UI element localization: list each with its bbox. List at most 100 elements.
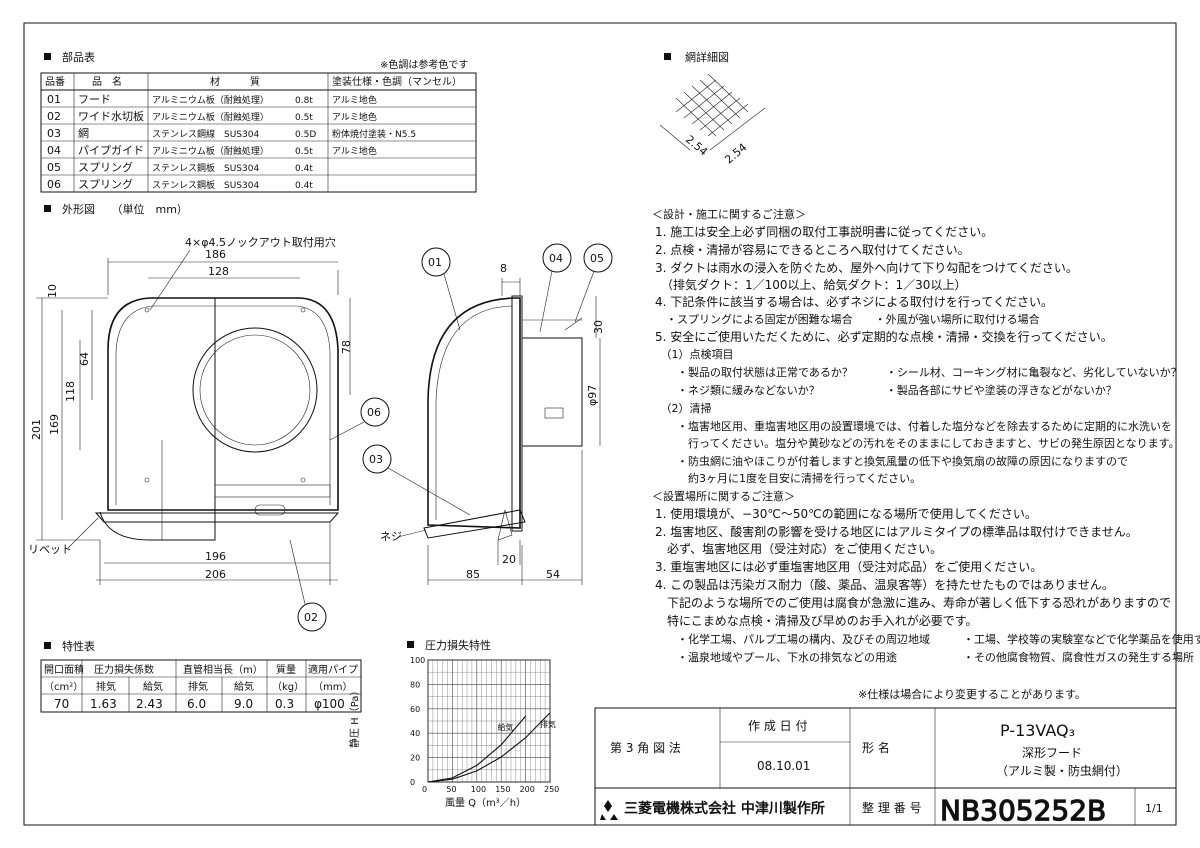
mesh-grid-icon [659, 73, 766, 151]
model-desc-2: （アルミ製・防虫網付） [996, 763, 1128, 778]
svg-text:0.5D: 0.5D [295, 130, 316, 140]
note-line: （2）清掃 [655, 401, 712, 415]
svg-text:04: 04 [47, 144, 61, 157]
svg-text:パイプガイド: パイプガイド [78, 144, 144, 157]
form-label: 形 名 [862, 740, 890, 755]
balloon-03: 03 [369, 453, 383, 466]
screw-label: ネジ [380, 530, 402, 543]
char-val-mass: 0.3 [275, 697, 294, 711]
note-line: ＜設置場所に関するご注意＞ [652, 489, 795, 503]
svg-text:0.4t: 0.4t [295, 164, 313, 174]
svg-text:アルミニウム板（耐蝕処理）: アルミニウム板（耐蝕処理） [152, 94, 269, 106]
side-view: 20 85 54 φ97 30 8 ネジ 01 04 05 [329, 243, 613, 585]
note-line: 行ってください。塩分や黄砂などの汚れをそのままにしておきますと、サビの発生原因と… [655, 436, 1180, 450]
note-line: （1）点検項目 [655, 347, 734, 361]
dim-54: 54 [546, 568, 560, 581]
title-block: 第 3 角 図 法 作 成 日 付 08.10.01 形 名 P-13VAQ₃ … [594, 707, 1177, 828]
svg-text:06: 06 [47, 178, 61, 191]
char-h1-mass: 質量 [276, 663, 296, 676]
dim-169: 169 [48, 414, 61, 435]
chart-xtick: 0 [422, 785, 427, 794]
dim-78: 78 [340, 340, 353, 354]
note-line: 4. 下記条件に該当する場合は、必ずネジによる取付けを行ってください。 [655, 294, 1053, 309]
spec-note: ※仕様は場合により変更することがあります。 [858, 687, 1086, 701]
note-line: 1. 施工は安全上必ず同梱の取付工事説明書に従ってください。 [655, 224, 993, 239]
svg-text:網: 網 [78, 126, 89, 140]
chart-heading: 圧力損失特性 [425, 638, 491, 652]
dim-8: 8 [500, 262, 507, 275]
chart-series-line [427, 715, 527, 783]
note-line: 2. 塩害地区、酸害剤の影響を受ける地区にはアルミタイプの標準品は取付けできませ… [655, 524, 1138, 539]
balloon-01: 01 [428, 256, 442, 269]
outline-heading: 外形図 （単位 mm） [62, 202, 188, 216]
char-val-len-supply: 9.0 [234, 697, 253, 711]
chart-xtick: 250 [544, 785, 559, 794]
char-h2-unit-area: （cm²） [44, 681, 83, 693]
chart-ytick: 20 [410, 754, 420, 763]
chart-series-line [427, 712, 551, 783]
note-line: ・塩害地区用、重塩害地区用の設置環境では、付着した塩分などを除去するために定期的… [655, 419, 1172, 433]
svg-text:05: 05 [47, 161, 61, 174]
svg-text:アルミ地色: アルミ地色 [332, 111, 377, 123]
dim-186: 186 [205, 248, 226, 261]
parts-row: 01 フード アルミニウム板（耐蝕処理） 0.8t アルミ地色 [47, 93, 377, 106]
dim-64: 64 [78, 352, 91, 366]
parts-row: 04 パイプガイド アルミニウム板（耐蝕処理） 0.5t アルミ地色 [47, 144, 377, 157]
mesh-pitch-1: 2.54 [683, 133, 710, 159]
dim-85: 85 [466, 568, 480, 581]
svg-text:スプリング: スプリング [78, 160, 133, 174]
model-desc-1: 深形フード [1022, 746, 1082, 760]
svg-text:ステンレス鋼板 SUS304: ステンレス鋼板 SUS304 [152, 162, 259, 174]
dim-118: 118 [64, 381, 77, 402]
chart-ytick: 0 [410, 778, 415, 787]
note-line: 3. 重塩害地区には必ず重塩害地区用（受注対応品）をご使用ください。 [655, 559, 1042, 574]
chart-ytick: 60 [410, 705, 420, 714]
svg-text:0.4t: 0.4t [295, 181, 313, 191]
projection-label: 第 3 角 図 法 [610, 741, 681, 755]
mesh-pitch-2: 2.54 [722, 141, 749, 167]
notes-block: ＜設計・施工に関するご注意＞ 1. 施工は安全上必ず同梱の取付工事説明書に従って… [652, 207, 1200, 701]
svg-text:0.5t: 0.5t [295, 147, 313, 157]
parts-row: 02 ワイド水切板 アルミニウム板（耐蝕処理） 0.5t アルミ地色 [47, 109, 377, 123]
dim-128: 128 [208, 265, 229, 278]
char-h2-supply-len: 給気 [234, 680, 254, 693]
chart-ytick: 40 [410, 729, 420, 738]
front-view: 186 128 201 169 118 64 10 78 196 206 リベッ… [28, 248, 353, 632]
char-val-area: 70 [54, 697, 69, 711]
parts-col-material: 材 質 [210, 75, 260, 88]
char-val-pipe: φ100 [314, 697, 345, 711]
char-h2-unit-pipe: （mm） [313, 681, 352, 693]
note-line: 3. ダクトは雨水の浸入を防ぐため、屋外へ向けて下り勾配をつけてください。 [655, 260, 1078, 275]
created-date: 08.10.01 [757, 759, 810, 773]
balloon-06: 06 [367, 406, 381, 419]
parts-row: 03 網 ステンレス鋼線 SUS304 0.5D 粉体焼付塗装・N5.5 [47, 126, 416, 140]
balloon-05: 05 [590, 252, 604, 265]
note-line: 下記のような場所でのご使用は腐食が急激に進み、寿命が著しく低下する恐れがあります… [655, 595, 1171, 610]
outline-drawing: 外形図 （単位 mm） 4×φ4.5ノックアウト取付用穴 186 128 [28, 202, 613, 632]
svg-text:ステンレス鋼線 SUS304: ステンレス鋼線 SUS304 [152, 128, 259, 140]
mesh-heading: 網詳細図 [685, 50, 729, 64]
char-heading: 特性表 [62, 639, 95, 653]
parts-note: ※色調は参考色です [380, 58, 468, 71]
parts-heading: 部品表 [62, 50, 95, 64]
dim-20: 20 [502, 553, 516, 566]
note-line: 約3ヶ月に1度を目安に清掃を行ってください。 [655, 471, 921, 485]
chart-xtick: 200 [520, 785, 535, 794]
svg-text:0.5t: 0.5t [295, 113, 313, 123]
char-heading-square [44, 642, 51, 649]
parts-table: 部品表 ※色調は参考色です 品番 品 名 材 質 塗装仕様・色調（マンセル） 0… [40, 50, 477, 193]
parts-row: 05 スプリング ステンレス鋼板 SUS304 0.4t [47, 160, 313, 174]
note-line: ・防虫網に油やほこりが付着しますと換気風量の低下や換気扇の故障の原因になりますの… [655, 454, 1128, 468]
outline-heading-square [44, 205, 51, 212]
chart-xtick: 150 [495, 785, 510, 794]
char-h1-length: 直管相当長（m） [183, 663, 263, 676]
chart-grid [427, 659, 551, 783]
note-line: ・化学工場、パルプ工場の構内、及びその周辺地域 ・工場、学校等の実験室などで化学… [655, 632, 1200, 646]
svg-text:アルミニウム板（耐蝕処理）: アルミニウム板（耐蝕処理） [152, 145, 269, 157]
svg-text:02: 02 [47, 110, 61, 123]
mitsubishi-logo-icon [600, 800, 618, 820]
note-line: 必ず、塩害地区用（受注対応）をご使用ください。 [655, 541, 942, 556]
